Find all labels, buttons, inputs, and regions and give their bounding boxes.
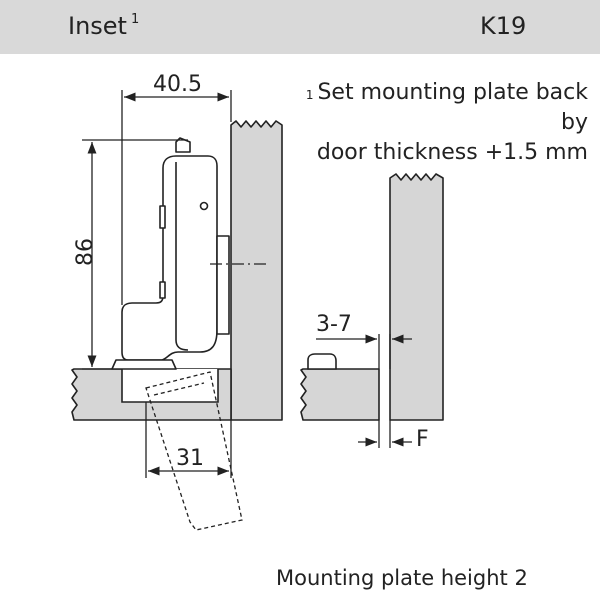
hinge-notch-b <box>159 281 166 299</box>
hinge-arm <box>121 155 218 361</box>
caption: Mounting plate height 2 <box>276 566 528 590</box>
open-door-cup-inner <box>153 382 205 396</box>
footnote-line-2: door thickness +1.5 mm <box>316 140 588 165</box>
dim-bottom-width-label: 31 <box>176 446 204 471</box>
door-panel-right <box>389 173 444 421</box>
dim-f-label: F <box>416 427 429 452</box>
dim-gap-label: 3-7 <box>316 312 352 337</box>
dim-width-top-label: 40.5 <box>153 72 202 97</box>
hinge-arm-inner <box>175 162 189 351</box>
door-panel-left <box>230 120 283 421</box>
hinge-cup-plate <box>111 359 177 370</box>
footnote-line-1-text: Set mounting plate back by <box>317 80 588 135</box>
header-code: K19 <box>480 12 527 40</box>
cabinet-side-right <box>300 368 380 421</box>
hinge-notch-a <box>159 205 166 229</box>
hinge-pivot-hole <box>199 201 209 211</box>
open-door-cup-outline <box>145 371 243 531</box>
hinge-side-clip <box>216 235 230 335</box>
cup-recess <box>121 369 219 403</box>
header-title-text: Inset <box>68 12 127 40</box>
dim-height-left-label: 86 <box>73 238 98 266</box>
mounting-plate-right <box>307 353 337 370</box>
header-title-footnote: 1 <box>130 12 140 27</box>
footnote-marker: 1 <box>305 88 314 102</box>
